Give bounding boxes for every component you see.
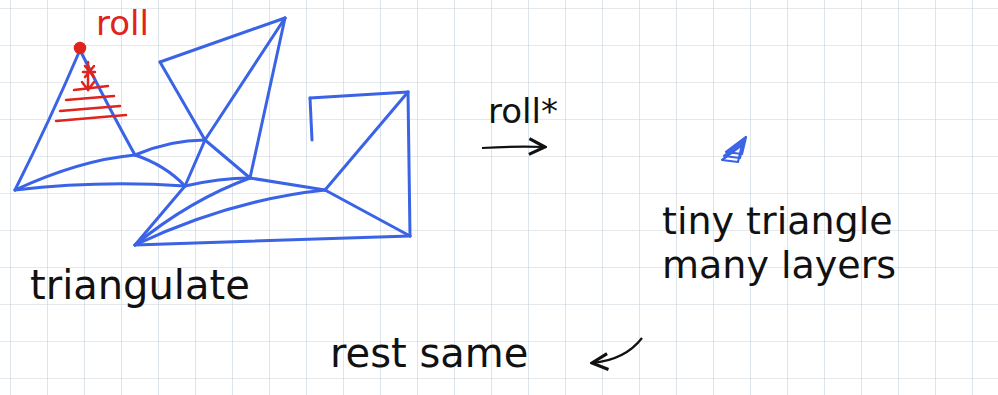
mesh-edge — [135, 140, 205, 155]
mesh-edge — [205, 18, 285, 140]
hatch-line — [56, 115, 126, 121]
handwritten-label: tiny triangle many layers — [662, 200, 982, 287]
mesh-edge — [325, 92, 408, 190]
mesh-edge — [135, 236, 410, 245]
mesh-edge — [310, 92, 408, 98]
triangulated-polygon — [15, 18, 410, 245]
mesh-edge — [250, 178, 325, 190]
roll-vertex-dot — [75, 43, 85, 53]
roll-star — [83, 66, 95, 77]
roll-arrow — [82, 62, 94, 90]
mesh-edge — [80, 50, 135, 155]
mesh-edge — [205, 140, 250, 178]
rest-arrow — [592, 338, 642, 363]
mesh-edge — [15, 184, 185, 190]
handwritten-label: triangulate — [30, 262, 250, 308]
hatch-line — [60, 106, 120, 111]
mesh-edge — [135, 155, 185, 186]
mesh-edge — [310, 98, 312, 140]
mesh-edge — [325, 190, 410, 236]
mesh-edge — [408, 92, 410, 236]
roll-arrow — [482, 147, 545, 148]
handwritten-label: roll* — [488, 92, 558, 131]
roll-marking — [56, 43, 126, 121]
handwritten-label: rest same — [330, 330, 528, 376]
handwritten-label: roll — [96, 4, 149, 43]
mesh-edge — [135, 178, 250, 245]
tiny-triangle — [724, 141, 744, 158]
mesh-edge — [185, 140, 205, 186]
mesh-edge — [160, 62, 205, 140]
hatch-line — [74, 86, 108, 90]
mesh-edge — [135, 190, 325, 245]
hatch-line — [66, 96, 114, 100]
tiny-triangle-stack — [722, 137, 746, 162]
tiny-triangle — [726, 137, 746, 154]
mesh-edge — [160, 18, 285, 62]
